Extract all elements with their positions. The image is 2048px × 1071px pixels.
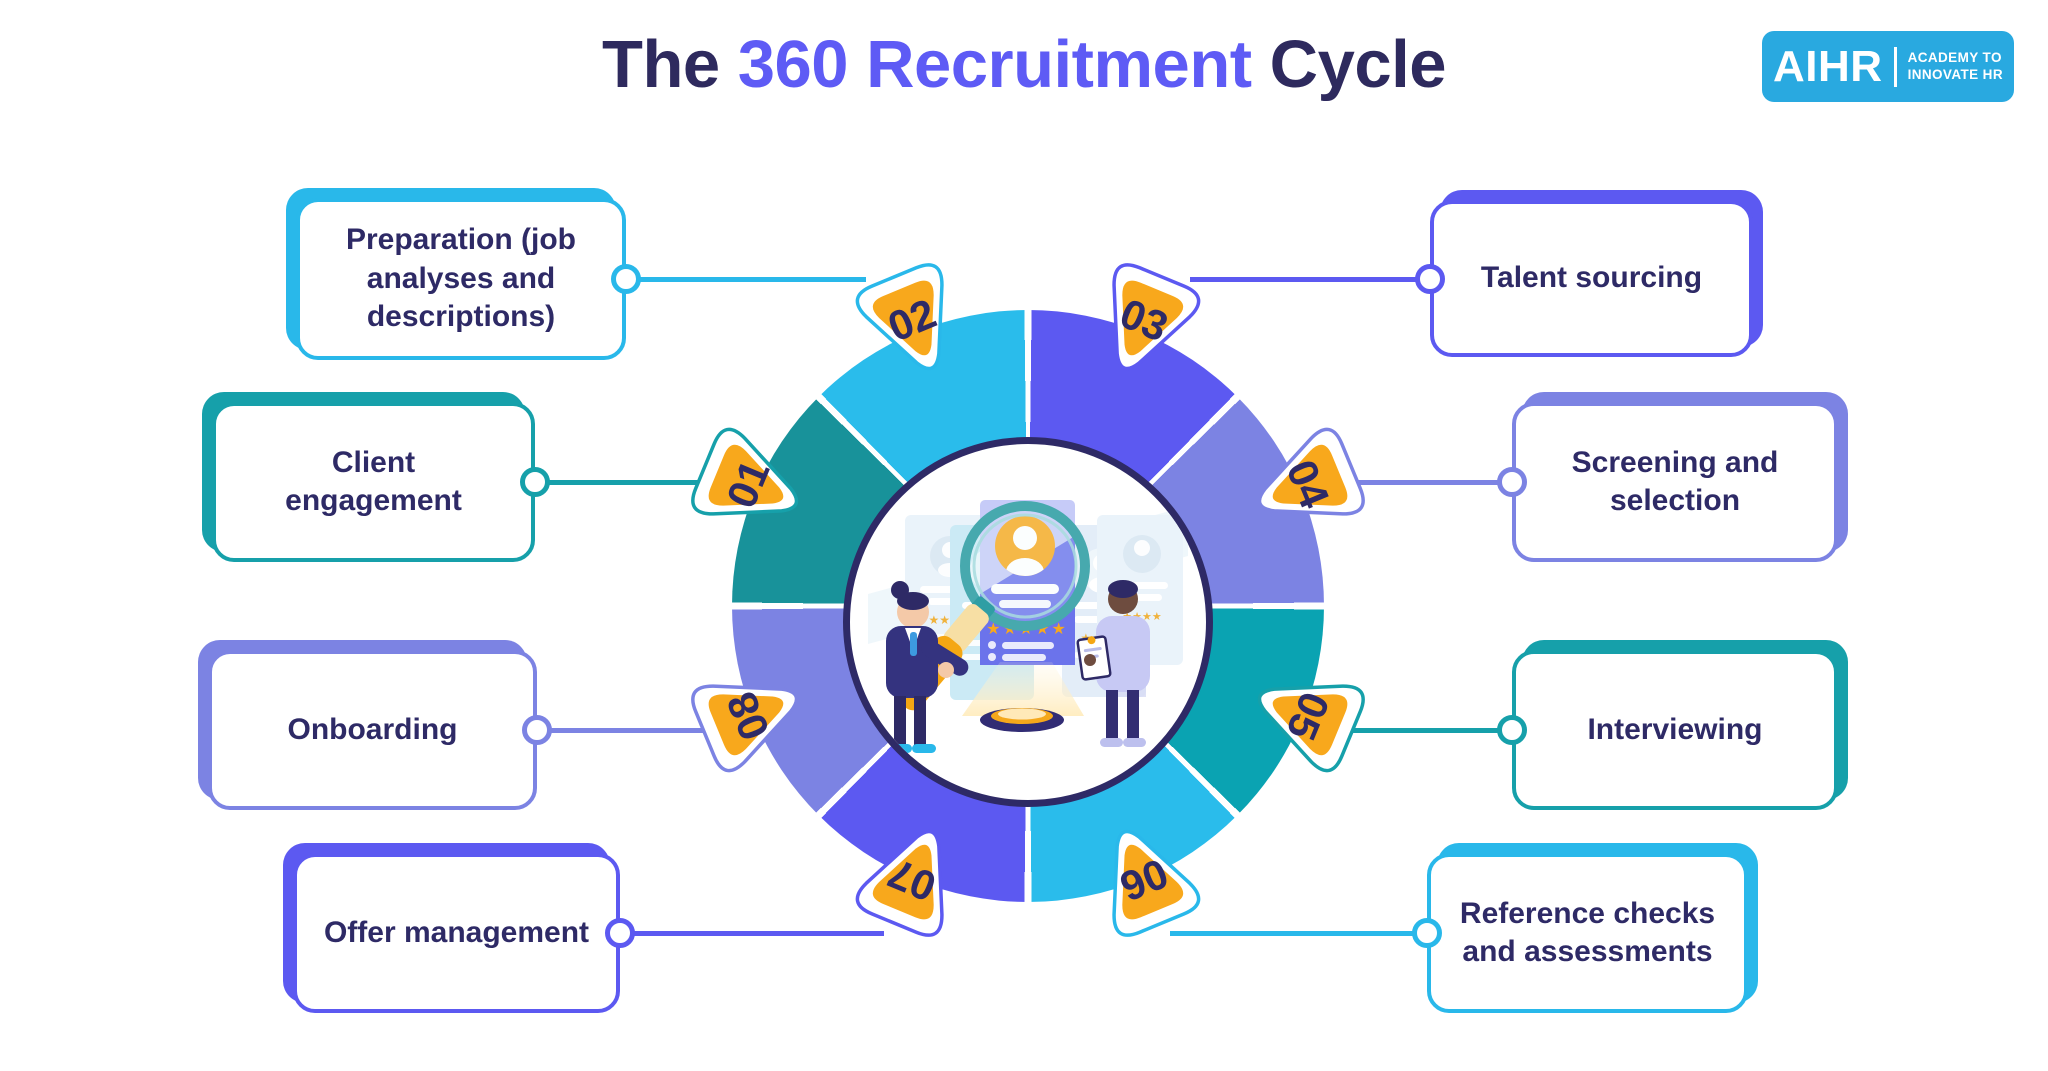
connector-dot-preparation xyxy=(611,264,641,294)
connector-dot-offer-management xyxy=(605,918,635,948)
connector-dot-onboarding xyxy=(522,715,552,745)
step-box-reference-checks: Reference checks and assessments xyxy=(1427,853,1748,1013)
step-label: Interviewing xyxy=(1587,712,1763,746)
step-box-offer-management: Offer management xyxy=(293,853,620,1013)
connector-line-onboarding xyxy=(537,728,710,733)
step-badge-04: 04 xyxy=(1222,405,1384,567)
aihr-logo: AIHR ACADEMY TO INNOVATE HR xyxy=(1762,31,2014,102)
center-illustration: ★★★★ ★★★★ xyxy=(868,500,1188,753)
connector-line-interviewing xyxy=(1345,728,1512,733)
step-box-interviewing: Interviewing xyxy=(1512,650,1838,810)
step-label: Talent sourcing xyxy=(1480,261,1703,295)
connector-dot-reference-checks xyxy=(1412,918,1442,948)
connector-line-offer-management xyxy=(620,931,884,936)
step-badge-05: 05 xyxy=(1222,633,1384,795)
connector-line-screening xyxy=(1345,480,1512,485)
page-title: The 360 Recruitment Cycle xyxy=(0,26,2048,103)
logo-tagline-line1: ACADEMY TO xyxy=(1907,49,2002,65)
connector-dot-talent-sourcing xyxy=(1415,264,1445,294)
spotlight-base xyxy=(980,708,1064,732)
step-badge-06: 06 xyxy=(1061,794,1223,956)
step-badge-07: 07 xyxy=(833,794,995,956)
step-box-client-engagement: Client engagement xyxy=(212,402,535,562)
step-badge-02: 02 xyxy=(833,244,995,406)
step-badge-01: 01 xyxy=(672,405,834,567)
step-box-talent-sourcing: Talent sourcing xyxy=(1430,200,1753,357)
step-label: Onboarding xyxy=(287,712,458,746)
step-label: Client engagement xyxy=(285,445,462,517)
title-tail: Cycle xyxy=(1251,27,1447,102)
connector-dot-client-engagement xyxy=(520,467,550,497)
step-badge-08: 08 xyxy=(672,633,834,795)
connector-line-client-engagement xyxy=(535,480,710,485)
step-box-preparation: Preparation (job analyses and descriptio… xyxy=(296,198,626,360)
connector-line-talent-sourcing xyxy=(1190,277,1430,282)
connector-line-reference-checks xyxy=(1170,931,1427,936)
step-label: Preparation (job analyses and descriptio… xyxy=(345,223,577,334)
connector-dot-interviewing xyxy=(1497,715,1527,745)
logo-divider xyxy=(1893,46,1897,87)
step-box-onboarding: Onboarding xyxy=(208,650,537,810)
center-hub: ★★★★ ★★★★ xyxy=(843,437,1213,807)
connector-dot-screening xyxy=(1497,467,1527,497)
step-box-screening-selection: Screening and selection xyxy=(1512,402,1838,562)
connector-line-preparation xyxy=(626,277,866,282)
step-label: Screening and selection xyxy=(1571,445,1779,517)
recruiter-right-figure xyxy=(1076,580,1150,747)
title-highlight: 360 Recruitment xyxy=(737,27,1252,102)
logo-tagline: ACADEMY TO INNOVATE HR xyxy=(1908,50,2003,84)
logo-brand: AIHR xyxy=(1773,41,1883,91)
step-label: Reference checks and assessments xyxy=(1459,896,1716,968)
title-lead: The xyxy=(602,27,738,102)
step-badge-03: 03 xyxy=(1061,244,1223,406)
recruiter-left-figure xyxy=(886,581,969,753)
step-label: Offer management xyxy=(323,915,590,949)
logo-tagline-line2: INNOVATE HR xyxy=(1907,66,2003,82)
spotlight-beam xyxy=(962,662,1084,716)
